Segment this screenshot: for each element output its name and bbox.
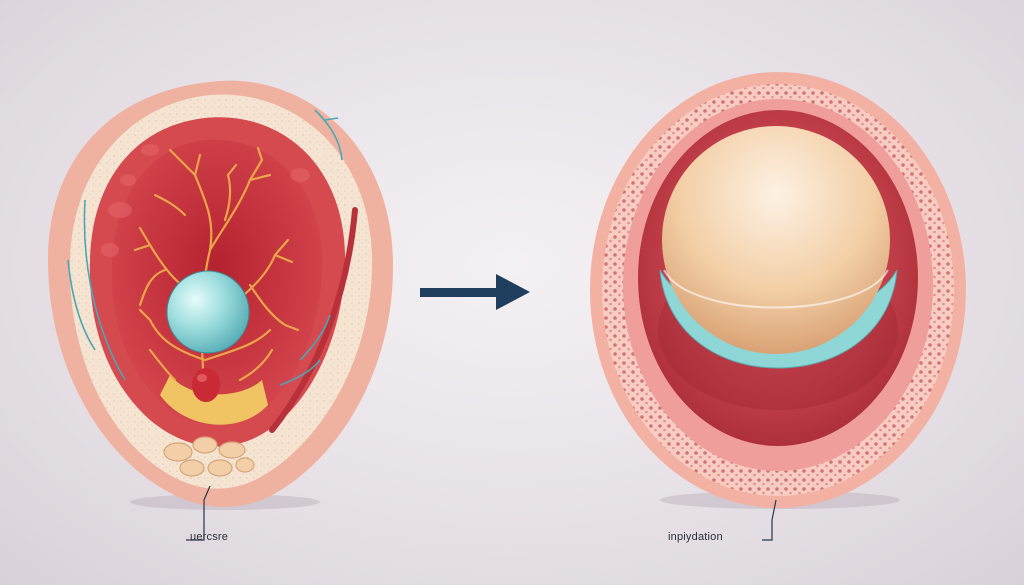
left-uterus-illustration bbox=[48, 80, 394, 541]
left-egg-cell bbox=[166, 270, 250, 354]
right-arrow-icon bbox=[420, 274, 530, 310]
left-side-vessel bbox=[269, 207, 358, 433]
right-uterus-illustration bbox=[590, 72, 966, 541]
left-label-pointer bbox=[186, 485, 211, 541]
left-vessel-tree bbox=[133, 146, 300, 397]
left-follicle-highlight bbox=[197, 374, 207, 382]
left-diagram-label: uercsre bbox=[190, 531, 229, 543]
left-cavity-spots bbox=[101, 144, 310, 257]
left-gold-base bbox=[160, 375, 268, 425]
left-bottom-cells bbox=[163, 436, 255, 477]
right-label-pointer bbox=[762, 499, 777, 541]
left-red-follicle bbox=[192, 368, 220, 402]
left-nerve-lines bbox=[67, 109, 343, 386]
right-diagram-label: inpiydation bbox=[668, 531, 723, 543]
right-embryo bbox=[662, 126, 890, 354]
right-embryo-rim bbox=[663, 269, 889, 309]
